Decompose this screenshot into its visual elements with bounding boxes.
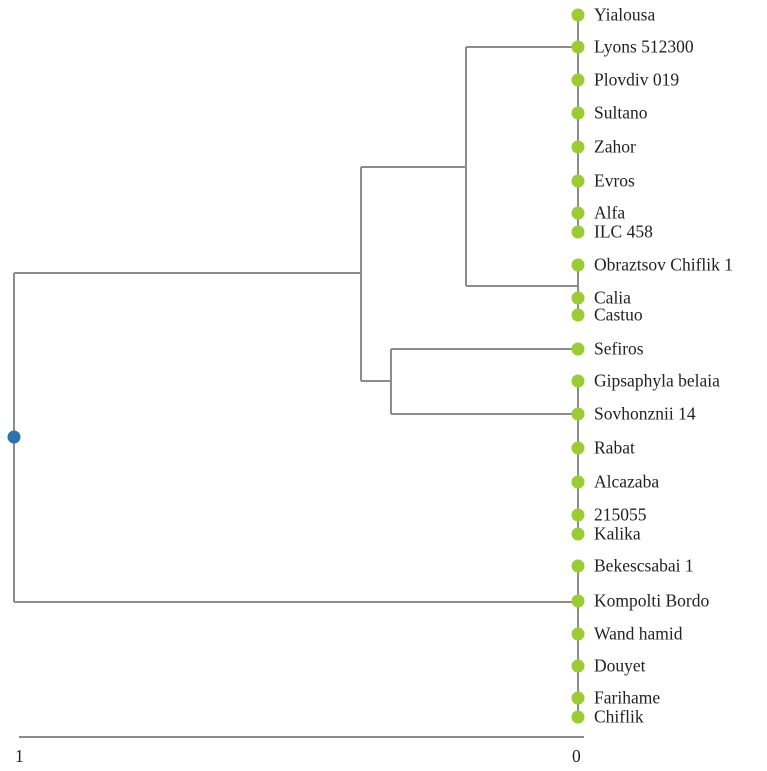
leaf-node[interactable] (571, 627, 585, 641)
leaf-label: Evros (594, 170, 635, 191)
leaf-node[interactable] (571, 258, 585, 272)
leaf-label: Bekescsabai 1 (594, 555, 694, 576)
leaf-node[interactable] (571, 527, 585, 541)
leaf-label: Alfa (594, 202, 626, 223)
leaf-label: Sovhonznii 14 (594, 403, 696, 424)
leaf-node[interactable] (571, 691, 585, 705)
leaf-node[interactable] (571, 140, 585, 154)
leaf-node[interactable] (571, 291, 585, 305)
branches (13, 15, 584, 738)
leaf-label: Sultano (594, 102, 648, 123)
leaf-node[interactable] (571, 407, 585, 421)
leaf-node[interactable] (571, 106, 585, 120)
leaf-label: Douyet (594, 655, 646, 676)
leaf-node[interactable] (571, 174, 585, 188)
leaf-node[interactable] (571, 40, 585, 54)
leaf-label: Calia (594, 287, 631, 308)
leaf-node[interactable] (571, 73, 585, 87)
leaf-node[interactable] (571, 475, 585, 489)
leaf-node[interactable] (571, 342, 585, 356)
leaf-label: ILC 458 (594, 221, 653, 242)
axis-label-left: 1 (15, 746, 24, 766)
leaf-nodes (571, 8, 585, 724)
leaf-label: Castuo (594, 304, 643, 325)
leaf-label: Sefiros (594, 338, 644, 359)
leaf-label: Wand hamid (594, 623, 683, 644)
leaf-node[interactable] (571, 659, 585, 673)
leaf-label: Chiflik (594, 706, 644, 727)
leaf-label: Lyons 512300 (594, 36, 694, 57)
axis-label-right: 0 (572, 746, 581, 766)
leaf-label: Zahor (594, 136, 636, 157)
leaf-node[interactable] (571, 508, 585, 522)
leaf-label: Plovdiv 019 (594, 69, 680, 90)
leaf-label: Rabat (594, 437, 635, 458)
leaf-label: Yialousa (594, 4, 656, 25)
root-node[interactable] (7, 430, 21, 444)
leaf-label: Alcazaba (594, 471, 660, 492)
leaf-label: Obraztsov Chiflik 1 (594, 254, 734, 275)
leaf-node[interactable] (571, 559, 585, 573)
leaf-label: Farihame (594, 687, 661, 708)
leaf-node[interactable] (571, 594, 585, 608)
leaf-node[interactable] (571, 206, 585, 220)
leaf-label: Kompolti Bordo (594, 590, 710, 611)
leaf-node[interactable] (571, 308, 585, 322)
leaf-node[interactable] (571, 441, 585, 455)
leaf-node[interactable] (571, 8, 585, 22)
leaf-node[interactable] (571, 225, 585, 239)
leaf-label: Kalika (594, 523, 641, 544)
leaf-label: Gipsaphyla belaia (594, 370, 720, 391)
leaf-node[interactable] (571, 710, 585, 724)
leaf-node[interactable] (571, 374, 585, 388)
leaf-label: 215055 (594, 504, 647, 525)
